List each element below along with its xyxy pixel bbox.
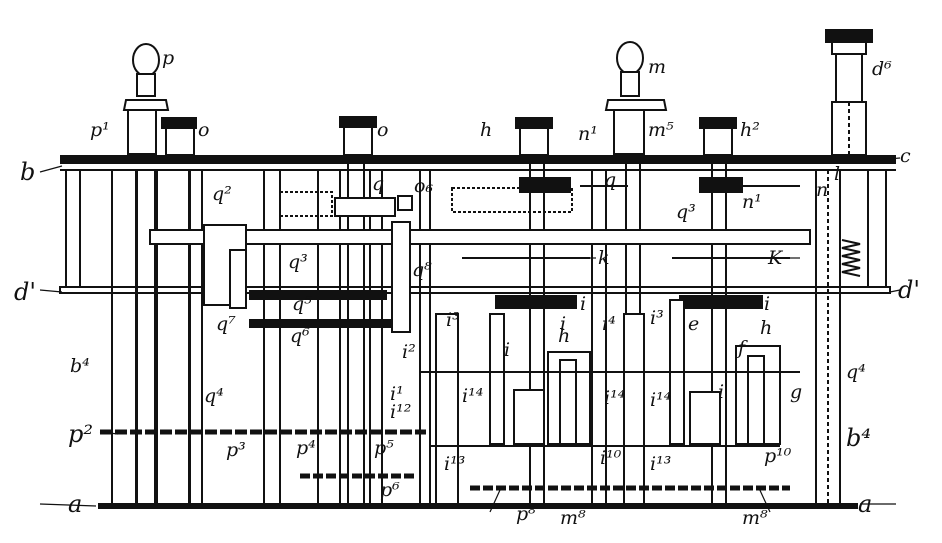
base-plate [98,503,858,509]
label-b4-left: b⁴ [70,355,90,377]
leader-lines [39,157,901,513]
label-d-prime-right: d' [898,276,920,304]
label-q6: q⁶ [290,325,310,347]
label-i1: i¹ [390,383,404,405]
label-i12: i¹² [390,401,411,423]
label-p3: p³ [226,439,246,461]
label-q-right: q [604,169,616,191]
label-m5: m⁵ [648,119,674,141]
label-n1b: n¹ [742,191,762,213]
label-i13-right: i¹³ [650,453,671,475]
label-p5: p⁵ [374,437,394,459]
label-p4: p⁴ [296,437,316,459]
label-e: e [688,313,699,335]
label-b4-right: b⁴ [846,424,871,452]
label-p10: p¹⁰ [764,445,792,467]
knob-p [132,43,160,77]
label-p8: p⁸ [516,503,536,525]
label-d6: d⁶ [872,58,892,80]
label-n1: n¹ [578,123,598,145]
label-p: p [162,47,174,69]
label-h-top: h [480,119,492,141]
label-g: g [790,381,802,403]
label-m8-left: m⁸ [560,507,586,529]
label-i-right: i [764,293,770,315]
label-i14-a: i¹⁴ [462,385,483,407]
label-h-mid-left: h [558,325,570,347]
label-n: n [816,179,828,201]
knob-m [616,41,644,75]
label-i10: i¹⁰ [600,447,622,469]
label-q3: q³ [288,251,308,273]
label-m8-right: m⁸ [742,507,768,529]
label-i3-right: i³ [650,307,664,329]
label-i-d: i [718,381,724,403]
top-fittings [122,29,873,156]
reference-labels: p m d⁶ p¹ o o h n¹ m⁵ h² c b q o₆ n l n¹… [14,47,920,529]
label-q2: q² [212,183,232,205]
label-q8: q⁸ [412,259,432,281]
label-q4-right: q⁴ [846,361,866,383]
top-plate [60,155,896,164]
label-h-mid-right: h [760,317,772,339]
label-q3-upper: q³ [676,201,696,223]
label-m: m [648,56,666,78]
upper-mechanism [149,177,861,333]
label-k-right: K [767,247,784,269]
label-a-left: a [68,490,82,518]
label-c: c [900,145,911,167]
label-d-prime-left: d' [14,278,36,306]
label-i2: i² [402,341,416,363]
label-o-left: o [198,119,209,141]
label-i3-left: i³ [446,309,460,331]
label-k-left: k [598,247,610,269]
label-f: f [736,337,748,359]
label-i-c: i [504,339,510,361]
label-l: l [834,163,840,185]
label-p1: p¹ [90,119,110,141]
label-i14-c: i¹⁴ [650,389,671,411]
label-o-mid: o [377,119,388,141]
label-i4-a: i⁴ [602,313,616,335]
label-q5: q⁵ [292,293,312,315]
label-i14-b: i¹⁴ [604,387,625,409]
label-p2: p² [68,420,93,448]
label-i-b: i [560,313,566,335]
label-q7: q⁷ [216,313,236,335]
label-a-right: a [858,490,872,518]
label-i-left: i [580,293,586,315]
lower-gears [100,295,800,505]
label-b: b [20,158,35,186]
label-i13-left: i¹³ [444,453,465,475]
label-q: q [372,173,384,195]
label-p6: p⁶ [380,479,400,501]
label-q4-left: q⁴ [204,385,224,407]
label-o6: o₆ [414,175,433,197]
label-h2: h² [740,119,760,141]
middle-plate [59,286,891,294]
